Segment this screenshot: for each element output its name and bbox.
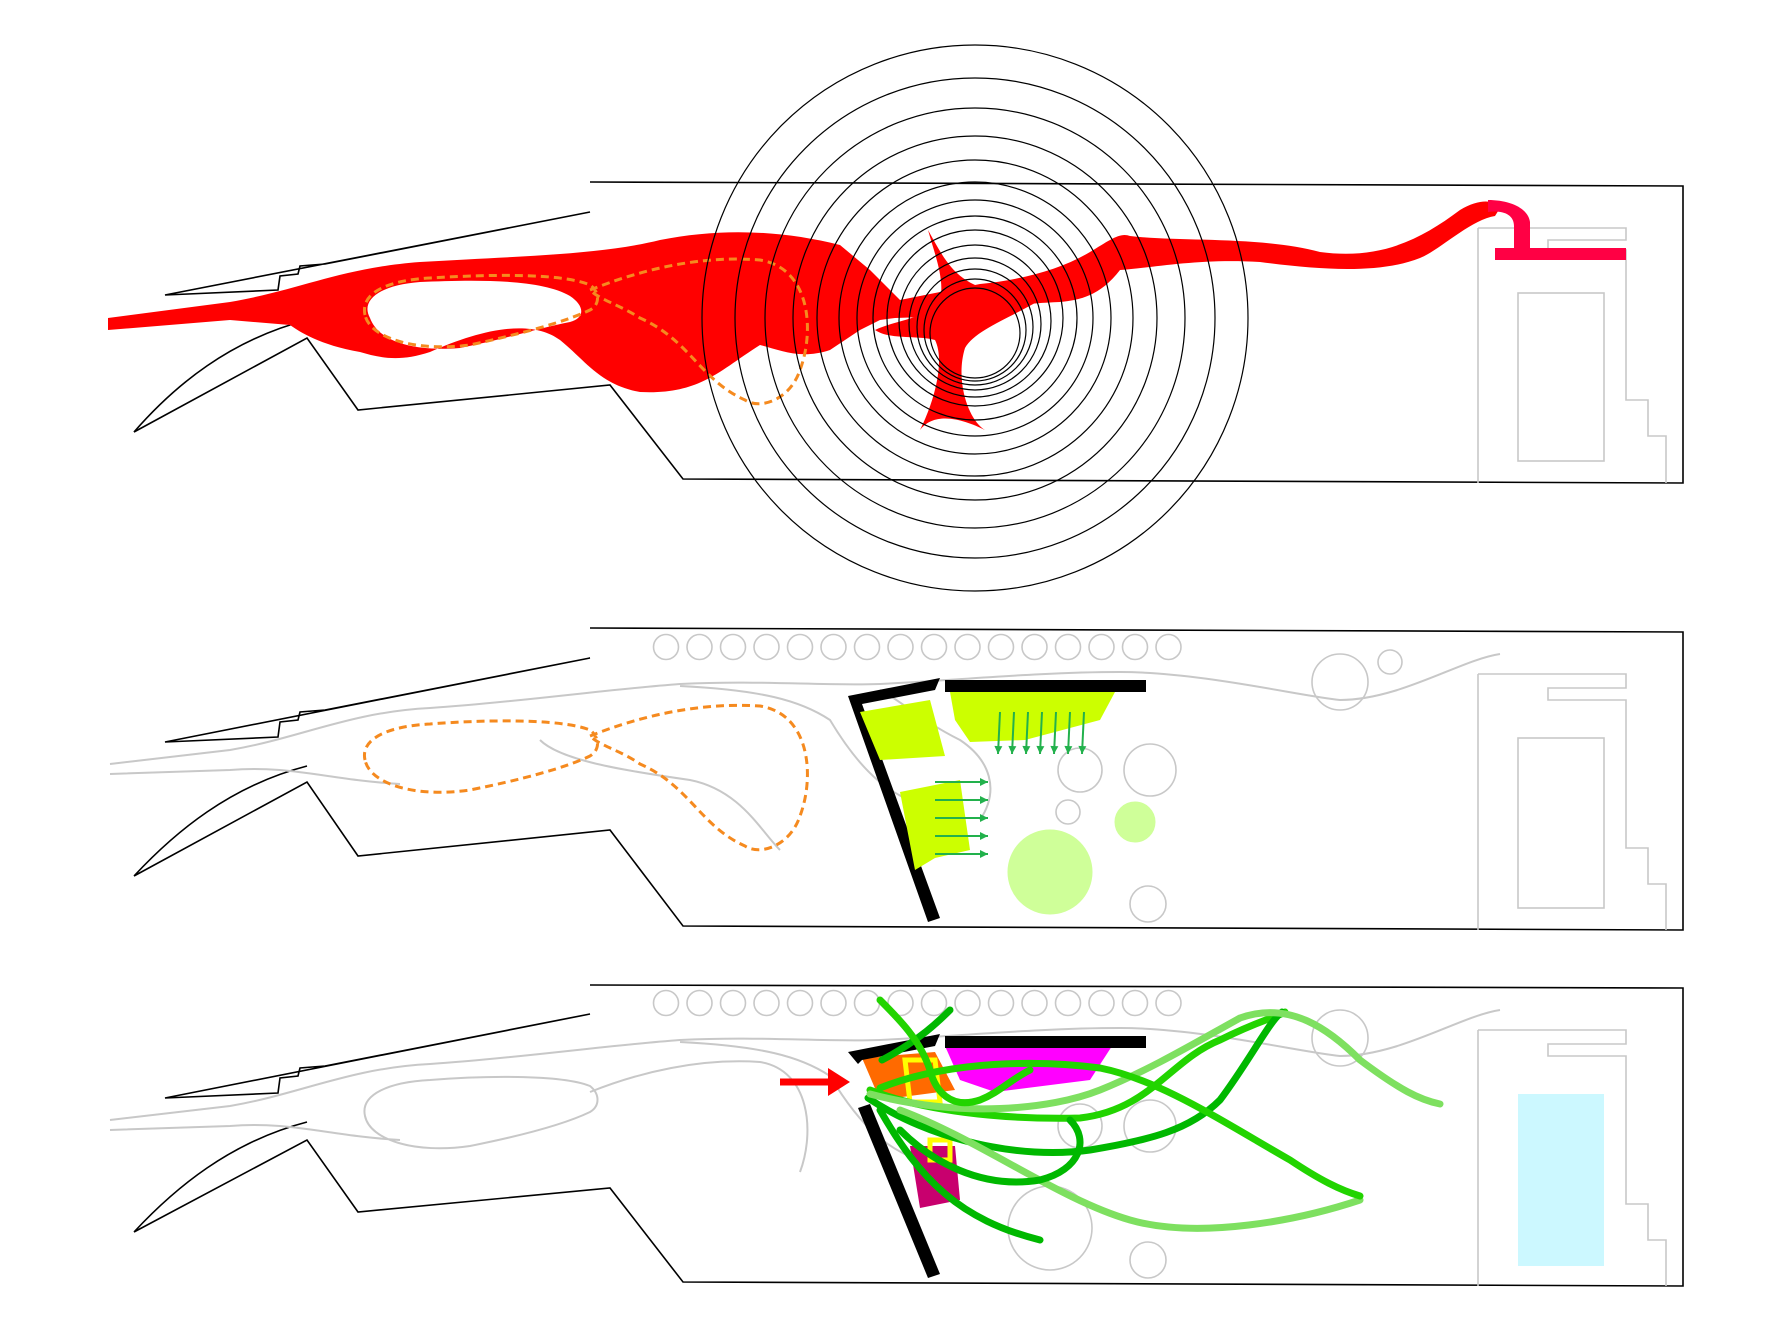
site-outline	[133, 627, 1684, 931]
terrain-edge	[133, 319, 308, 433]
path-network	[109, 1009, 1501, 1173]
dashed-loop	[363, 703, 809, 852]
flow-arrowhead	[1050, 745, 1059, 754]
flow-arrowhead	[980, 850, 988, 858]
row-tree	[1021, 633, 1048, 661]
flow-arrowhead	[994, 745, 1003, 754]
row-tree	[652, 633, 680, 661]
concentric-rings	[701, 44, 1249, 592]
flow-arrowhead	[1022, 745, 1031, 754]
ring-6	[838, 181, 1112, 455]
ring-7	[856, 199, 1094, 437]
row-tree	[1121, 989, 1149, 1017]
central-star-form	[875, 230, 1043, 430]
row-tree	[719, 633, 747, 661]
flow-arrowhead	[1064, 745, 1073, 754]
trees	[1007, 649, 1403, 923]
circulation-ribbon	[108, 201, 1500, 393]
flow-arrowhead	[980, 814, 988, 822]
row-tree	[652, 989, 680, 1017]
row-tree	[1088, 989, 1115, 1017]
ring-1	[701, 44, 1249, 592]
row-tree	[1121, 633, 1149, 661]
ring-2	[734, 77, 1216, 559]
row-tree	[1155, 989, 1182, 1017]
building-block	[1477, 673, 1667, 930]
row-tree	[786, 633, 814, 661]
building-block	[1477, 227, 1667, 483]
building-walls	[848, 1034, 1146, 1278]
row-tree	[1054, 633, 1082, 661]
ring-8	[872, 215, 1078, 421]
row-tree	[820, 633, 847, 661]
tree-row	[652, 633, 1182, 661]
ring-4	[792, 135, 1158, 501]
flow-arrows-right	[935, 778, 988, 858]
row-tree	[686, 633, 713, 661]
site-outline	[133, 181, 1684, 484]
row-tree	[954, 633, 981, 661]
row-tree	[887, 633, 914, 661]
row-tree	[820, 989, 847, 1017]
row-tree	[719, 989, 747, 1017]
flow-arrowhead	[980, 778, 988, 786]
path-network	[109, 653, 1501, 851]
ring-13	[923, 278, 1027, 382]
row-tree	[887, 989, 914, 1017]
flow-arrowhead	[1078, 745, 1087, 754]
flow-arrowhead	[1008, 745, 1017, 754]
flow-arrows-down	[994, 711, 1087, 755]
flow-arrowhead	[980, 832, 988, 840]
row-tree	[686, 989, 713, 1017]
row-tree	[753, 633, 780, 661]
row-tree	[920, 989, 948, 1017]
pool	[1518, 1094, 1604, 1266]
row-tree	[1088, 633, 1115, 661]
entry-arrow	[780, 1068, 850, 1096]
green-flows	[864, 996, 1444, 1244]
ring-5	[816, 159, 1134, 477]
row-tree	[1021, 989, 1048, 1017]
row-tree	[1155, 633, 1182, 661]
tree-row	[652, 989, 1182, 1017]
ring-9	[886, 229, 1064, 407]
ring-12	[916, 268, 1034, 386]
site-outline	[133, 984, 1684, 1287]
row-tree	[987, 989, 1015, 1017]
ring-14	[929, 287, 1021, 379]
circulation-plan	[108, 44, 1684, 592]
row-tree	[853, 989, 881, 1017]
row-tree	[753, 989, 780, 1017]
landscape-plan	[109, 627, 1684, 931]
flow-arrowhead	[980, 796, 988, 804]
dashed-loop	[363, 257, 809, 406]
row-tree	[1054, 989, 1082, 1017]
row-tree	[954, 989, 981, 1017]
row-tree	[987, 633, 1015, 661]
ring-11	[908, 257, 1042, 391]
ring-3	[764, 107, 1186, 529]
program-plan	[109, 984, 1684, 1287]
ring-10	[898, 244, 1052, 398]
terminal-hook	[1488, 200, 1626, 260]
building-block	[1477, 1029, 1667, 1286]
planting-zones	[860, 692, 1115, 870]
row-tree	[920, 633, 948, 661]
flow-arrowhead	[1036, 745, 1045, 754]
row-tree	[853, 633, 881, 661]
row-tree	[786, 989, 814, 1017]
